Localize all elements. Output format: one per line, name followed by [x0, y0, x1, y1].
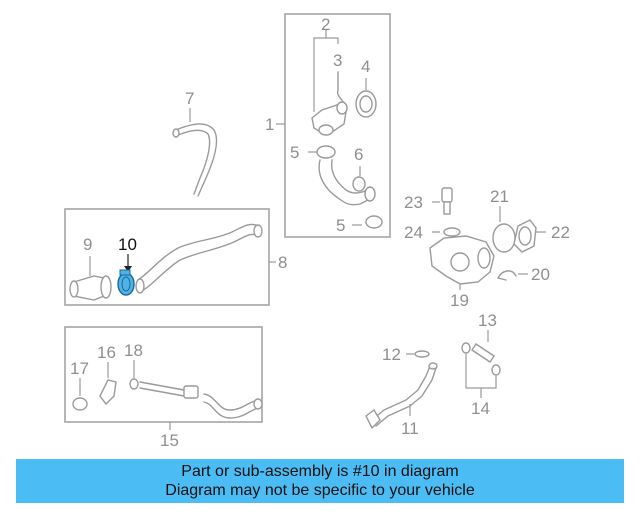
callout-3: 3 — [333, 51, 342, 70]
callout-19: 19 — [450, 291, 469, 310]
banner-line-1: Part or sub-assembly is #10 in diagram — [181, 463, 459, 480]
callout-22: 22 — [551, 223, 570, 242]
callout-20: 20 — [531, 265, 550, 284]
info-banner: Part or sub-assembly is #10 in diagram D… — [16, 459, 624, 503]
part-7-hose — [172, 108, 218, 197]
callout-9: 9 — [83, 235, 92, 254]
part-10-clamp-highlighted[interactable] — [117, 269, 135, 296]
callout-7: 7 — [185, 89, 194, 108]
part-group-1 — [276, 30, 383, 229]
callout-24: 24 — [404, 223, 423, 242]
callout-13: 13 — [478, 311, 497, 330]
callout-12: 12 — [382, 345, 401, 364]
part-group-19 — [429, 187, 546, 290]
banner-line-2: Diagram may not be specific to your vehi… — [165, 482, 475, 499]
part-group-8 — [69, 223, 276, 301]
callout-2: 2 — [321, 15, 330, 34]
group-box-1 — [284, 13, 391, 238]
callout-8: 8 — [278, 253, 287, 272]
part-group-11 — [365, 330, 501, 430]
callout-1: 1 — [265, 115, 274, 134]
callout-23: 23 — [404, 193, 423, 212]
callout-18: 18 — [124, 341, 143, 360]
part-group-15 — [72, 360, 263, 430]
callout-14: 14 — [471, 399, 490, 418]
callout-10-highlighted: 10 — [118, 235, 137, 254]
callout-16: 16 — [97, 343, 116, 362]
callout-5b: 5 — [336, 216, 345, 235]
callout-4: 4 — [361, 57, 370, 76]
callout-11: 11 — [401, 419, 419, 438]
callout-6: 6 — [354, 145, 363, 164]
callout-17: 17 — [70, 359, 89, 378]
callout-21: 21 — [490, 187, 509, 206]
group-box-8 — [64, 208, 270, 306]
callout-5a: 5 — [290, 143, 299, 162]
parts-diagram: 1 2 3 4 5 5 6 7 8 9 10 11 12 13 14 15 16… — [64, 13, 570, 450]
group-box-15 — [64, 326, 263, 423]
callout-15: 15 — [160, 431, 179, 450]
